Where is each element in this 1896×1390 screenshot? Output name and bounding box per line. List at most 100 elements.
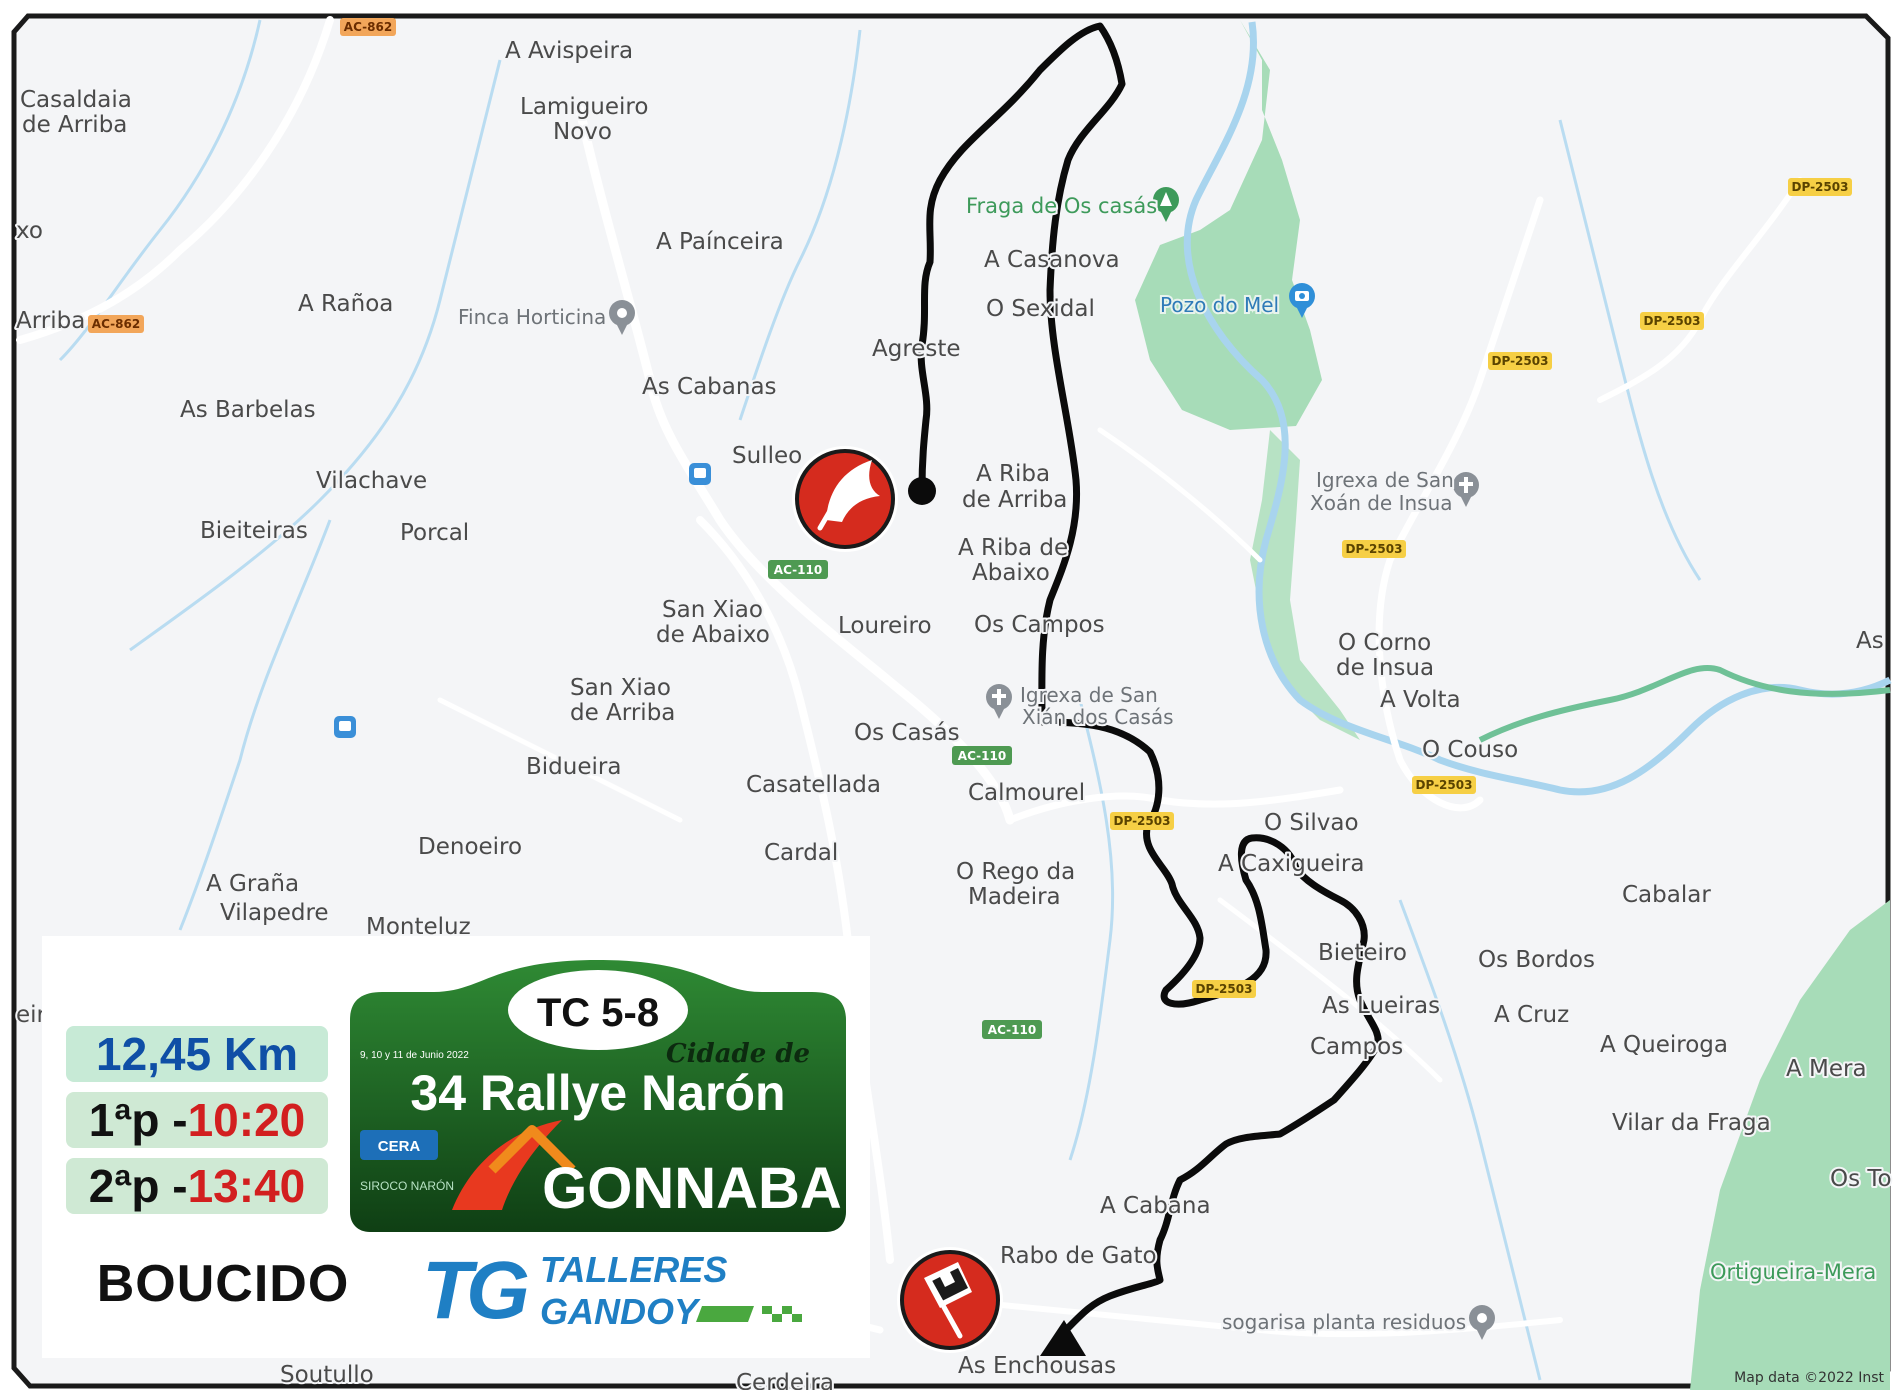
road-shield-ac862: AC-862 xyxy=(88,315,144,333)
tg-mark: TG xyxy=(422,1245,528,1336)
stage-name: BOUCIDO xyxy=(96,1255,350,1313)
place-label: Abaixo xyxy=(972,560,1050,586)
poi-label-finca[interactable]: Finca Horticina xyxy=(456,303,608,331)
park-area-north xyxy=(1135,20,1322,430)
place-label: O Silvao xyxy=(1264,810,1359,836)
place-label: A Riba xyxy=(976,461,1050,487)
place-label: O Rego da xyxy=(956,859,1075,885)
poi-label-fraga[interactable]: Fraga de Os casás xyxy=(964,192,1159,220)
road-shield-dp2503-3: DP-2503 xyxy=(1488,352,1552,370)
church-pin-icon[interactable] xyxy=(986,684,1012,719)
park-pin-icon[interactable] xyxy=(1153,187,1179,222)
place-label: Cerdeira xyxy=(736,1370,834,1390)
place-label: Bieteiro xyxy=(1318,940,1407,966)
road-shield-label: DP-2503 xyxy=(1196,982,1253,996)
rally-info-panel: 12,45 Km 1ªp - 10:20 2ªp - 13:40 TC 5-8 … xyxy=(42,936,870,1358)
bus-stop-icon[interactable] xyxy=(689,463,711,485)
stage-distance-box: 12,45 Km xyxy=(66,1026,328,1082)
place-label: Vilapedre xyxy=(220,900,329,926)
rally-dates: 9, 10 y 11 de Junio 2022 xyxy=(360,1050,469,1061)
road-shield-ac862-top: AC-862 xyxy=(340,18,396,36)
first-pass-time: 10:20 xyxy=(187,1094,306,1146)
place-pin-icon[interactable] xyxy=(609,300,635,335)
road-shield-label: DP-2503 xyxy=(1492,354,1549,368)
finish-marker[interactable] xyxy=(897,1247,1003,1353)
road-shield-label: DP-2503 xyxy=(1114,814,1171,828)
place-label: Cabalar xyxy=(1622,882,1711,908)
road-shield-dp2503-1: DP-2503 xyxy=(1788,178,1852,196)
stream-6 xyxy=(1558,119,1702,581)
stream-4 xyxy=(178,519,332,931)
poi-label-igrexa-insua[interactable]: Igrexa de San xyxy=(1314,466,1456,494)
place-label: Loureiro xyxy=(838,613,932,639)
road-shield-label: AC-862 xyxy=(344,20,392,34)
second-pass-time: 13:40 xyxy=(187,1160,306,1212)
stream-3 xyxy=(738,29,862,421)
poi-label-ortigueira[interactable]: Ortigueira-Mera xyxy=(1708,1258,1878,1286)
place-label: Os Casás xyxy=(854,720,960,746)
poi-label-igrexa-insua[interactable]: Xoán de Insua xyxy=(1308,489,1455,517)
place-label: A Caxigueira xyxy=(1218,851,1364,877)
place-pin-icon[interactable] xyxy=(1469,1305,1495,1340)
first-pass-label: 1ªp - xyxy=(88,1094,188,1146)
place-label: O Sexidal xyxy=(986,296,1095,322)
place-label: Sulleo xyxy=(732,443,802,469)
place-label: A Queiroga xyxy=(1600,1032,1728,1058)
road-shield-label: DP-2503 xyxy=(1792,180,1849,194)
place-label: A Cruz xyxy=(1494,1002,1569,1028)
road-shield-ac110-2: AC-110 xyxy=(952,746,1012,765)
bus-stop-icon[interactable] xyxy=(334,716,356,738)
poi-label-sogarisa[interactable]: sogarisa planta residuos xyxy=(1220,1308,1468,1336)
rally-plate-shape xyxy=(350,960,846,1232)
road-shield-label: DP-2503 xyxy=(1346,542,1403,556)
start-marker[interactable] xyxy=(792,446,898,552)
place-label: Os Bordos xyxy=(1478,947,1595,973)
road-shield-label: AC-110 xyxy=(958,749,1006,763)
road-shield-label: AC-862 xyxy=(92,317,140,331)
road-shield-dp2503-7: DP-2503 xyxy=(1192,980,1256,998)
road-shield-label: DP-2503 xyxy=(1644,314,1701,328)
place-label: Cardal xyxy=(764,840,838,866)
place-label: Novo xyxy=(553,119,612,145)
gandoy-text: GANDOY xyxy=(540,1291,701,1332)
cera-logo xyxy=(360,1130,438,1160)
church-pin-icon[interactable] xyxy=(1453,472,1479,507)
place-label: de Arriba xyxy=(22,112,127,138)
second-pass-box: 2ªp - 13:40 xyxy=(66,1158,328,1214)
place-label: Vilar da Fraga xyxy=(1612,1110,1771,1136)
poi-label-igrexa-casas[interactable]: Igrexa de San xyxy=(1018,681,1160,709)
place-label: Bidueira xyxy=(526,754,621,780)
checkered-flag-icon xyxy=(924,1262,972,1339)
place-label: Rabo de Gato xyxy=(1000,1243,1157,1269)
river-east xyxy=(1478,665,1891,743)
stream-5 xyxy=(1068,699,1115,1161)
place-label: xo xyxy=(16,218,43,244)
road-shield-dp2503-5: DP-2503 xyxy=(1412,776,1476,794)
place-label: A Riba de xyxy=(958,535,1068,561)
finish-arrow-icon xyxy=(1040,1320,1086,1356)
camera-pin-icon[interactable] xyxy=(1289,283,1315,318)
stream-7 xyxy=(1398,899,1542,1381)
road-shield-dp2503-4: DP-2503 xyxy=(1342,540,1406,558)
poi-label-pozo[interactable]: Pozo do Mel xyxy=(1158,291,1281,319)
place-label: de Arriba xyxy=(570,700,675,726)
start-flag-icon xyxy=(826,460,880,522)
place-label: Campos xyxy=(1310,1034,1403,1060)
place-label: Soutullo xyxy=(280,1362,374,1388)
place-label: Vilachave xyxy=(316,468,427,494)
stream-2 xyxy=(129,59,502,652)
place-label: O Corno xyxy=(1338,630,1431,656)
place-label: A Avispeira xyxy=(505,38,633,64)
stage-badge xyxy=(508,970,688,1050)
poi-label-igrexa-casas[interactable]: Xián dos Casás xyxy=(1020,703,1176,731)
place-label: Agreste xyxy=(872,336,961,362)
place-label: Porcal xyxy=(400,520,469,546)
road-shield-label: AC-110 xyxy=(988,1023,1036,1037)
place-label: de Arriba xyxy=(962,487,1067,513)
road-shield-dp2503-2: DP-2503 xyxy=(1640,312,1704,330)
river-main xyxy=(1183,21,1892,796)
rally-title: 34 Rallye Narón xyxy=(410,1065,785,1121)
rally-route xyxy=(917,22,1382,1334)
rally-cidade: Cidade de xyxy=(666,1039,810,1069)
